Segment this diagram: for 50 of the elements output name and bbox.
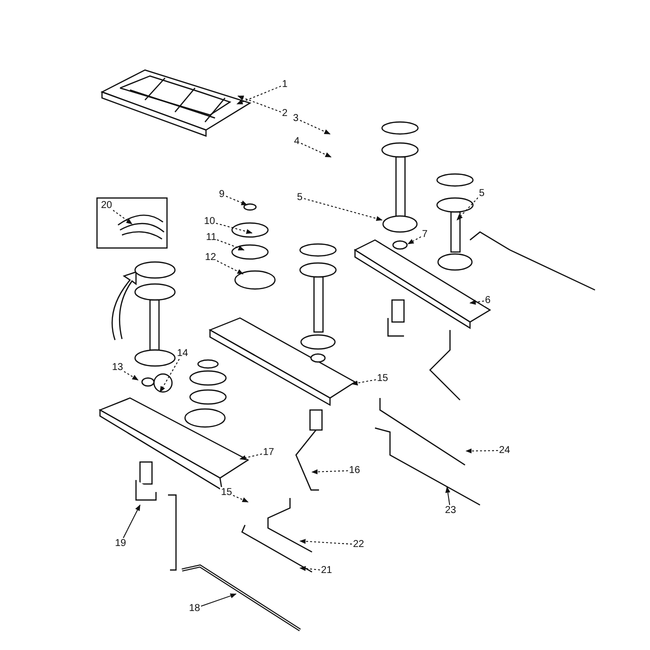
callout-number: 2: [281, 108, 289, 119]
callout-number: 17: [262, 447, 276, 458]
leader-line: [465, 448, 498, 454]
leader-line: [239, 454, 262, 460]
callout-number: 12: [204, 252, 218, 263]
callout-number: 14: [176, 348, 190, 359]
callout-number: 5: [478, 188, 486, 199]
callout-number: 11: [205, 232, 218, 243]
callout-number: 19: [114, 538, 128, 549]
leader-line: [216, 260, 244, 274]
leader-line: [124, 371, 139, 380]
callout-number: 9: [218, 189, 226, 200]
callout-number: 21: [320, 565, 334, 576]
leader-line: [456, 197, 478, 220]
callout-number: 6: [484, 295, 492, 306]
leader-line: [445, 486, 450, 506]
callout-number: 1: [281, 79, 289, 90]
leader-line: [122, 504, 140, 538]
leader-line: [311, 469, 348, 474]
leader-line: [216, 239, 245, 250]
leader-line: [232, 494, 249, 502]
leader-line: [237, 96, 282, 112]
callout-number: 15: [376, 373, 390, 384]
callout-number: 5: [296, 192, 304, 203]
leader-line: [112, 210, 132, 224]
callout-number: 3: [292, 113, 300, 124]
callout-number: 10: [203, 216, 216, 227]
leader-line: [469, 300, 484, 305]
callout-number: 24: [498, 445, 512, 456]
leader-line: [304, 198, 383, 221]
leader-line: [299, 566, 320, 572]
callout-number: 20: [100, 200, 114, 211]
leader-line: [300, 120, 331, 134]
callout-number: 23: [444, 505, 458, 516]
leader-line: [226, 196, 248, 206]
leader-line: [216, 222, 253, 234]
callout-number: 15: [220, 487, 234, 498]
callout-number: 13: [111, 362, 124, 373]
leader-line: [300, 142, 332, 158]
leader-line: [407, 236, 422, 244]
callout-number: 18: [188, 603, 202, 614]
callout-number: 22: [352, 539, 366, 550]
leader-line: [236, 86, 282, 104]
callout-number: 4: [293, 136, 301, 147]
callout-number: 16: [348, 465, 362, 476]
leader-line: [160, 358, 180, 393]
callout-number: 7: [421, 229, 429, 240]
leader-line: [299, 538, 352, 545]
leader-line: [351, 379, 376, 386]
leader-line: [200, 594, 237, 607]
